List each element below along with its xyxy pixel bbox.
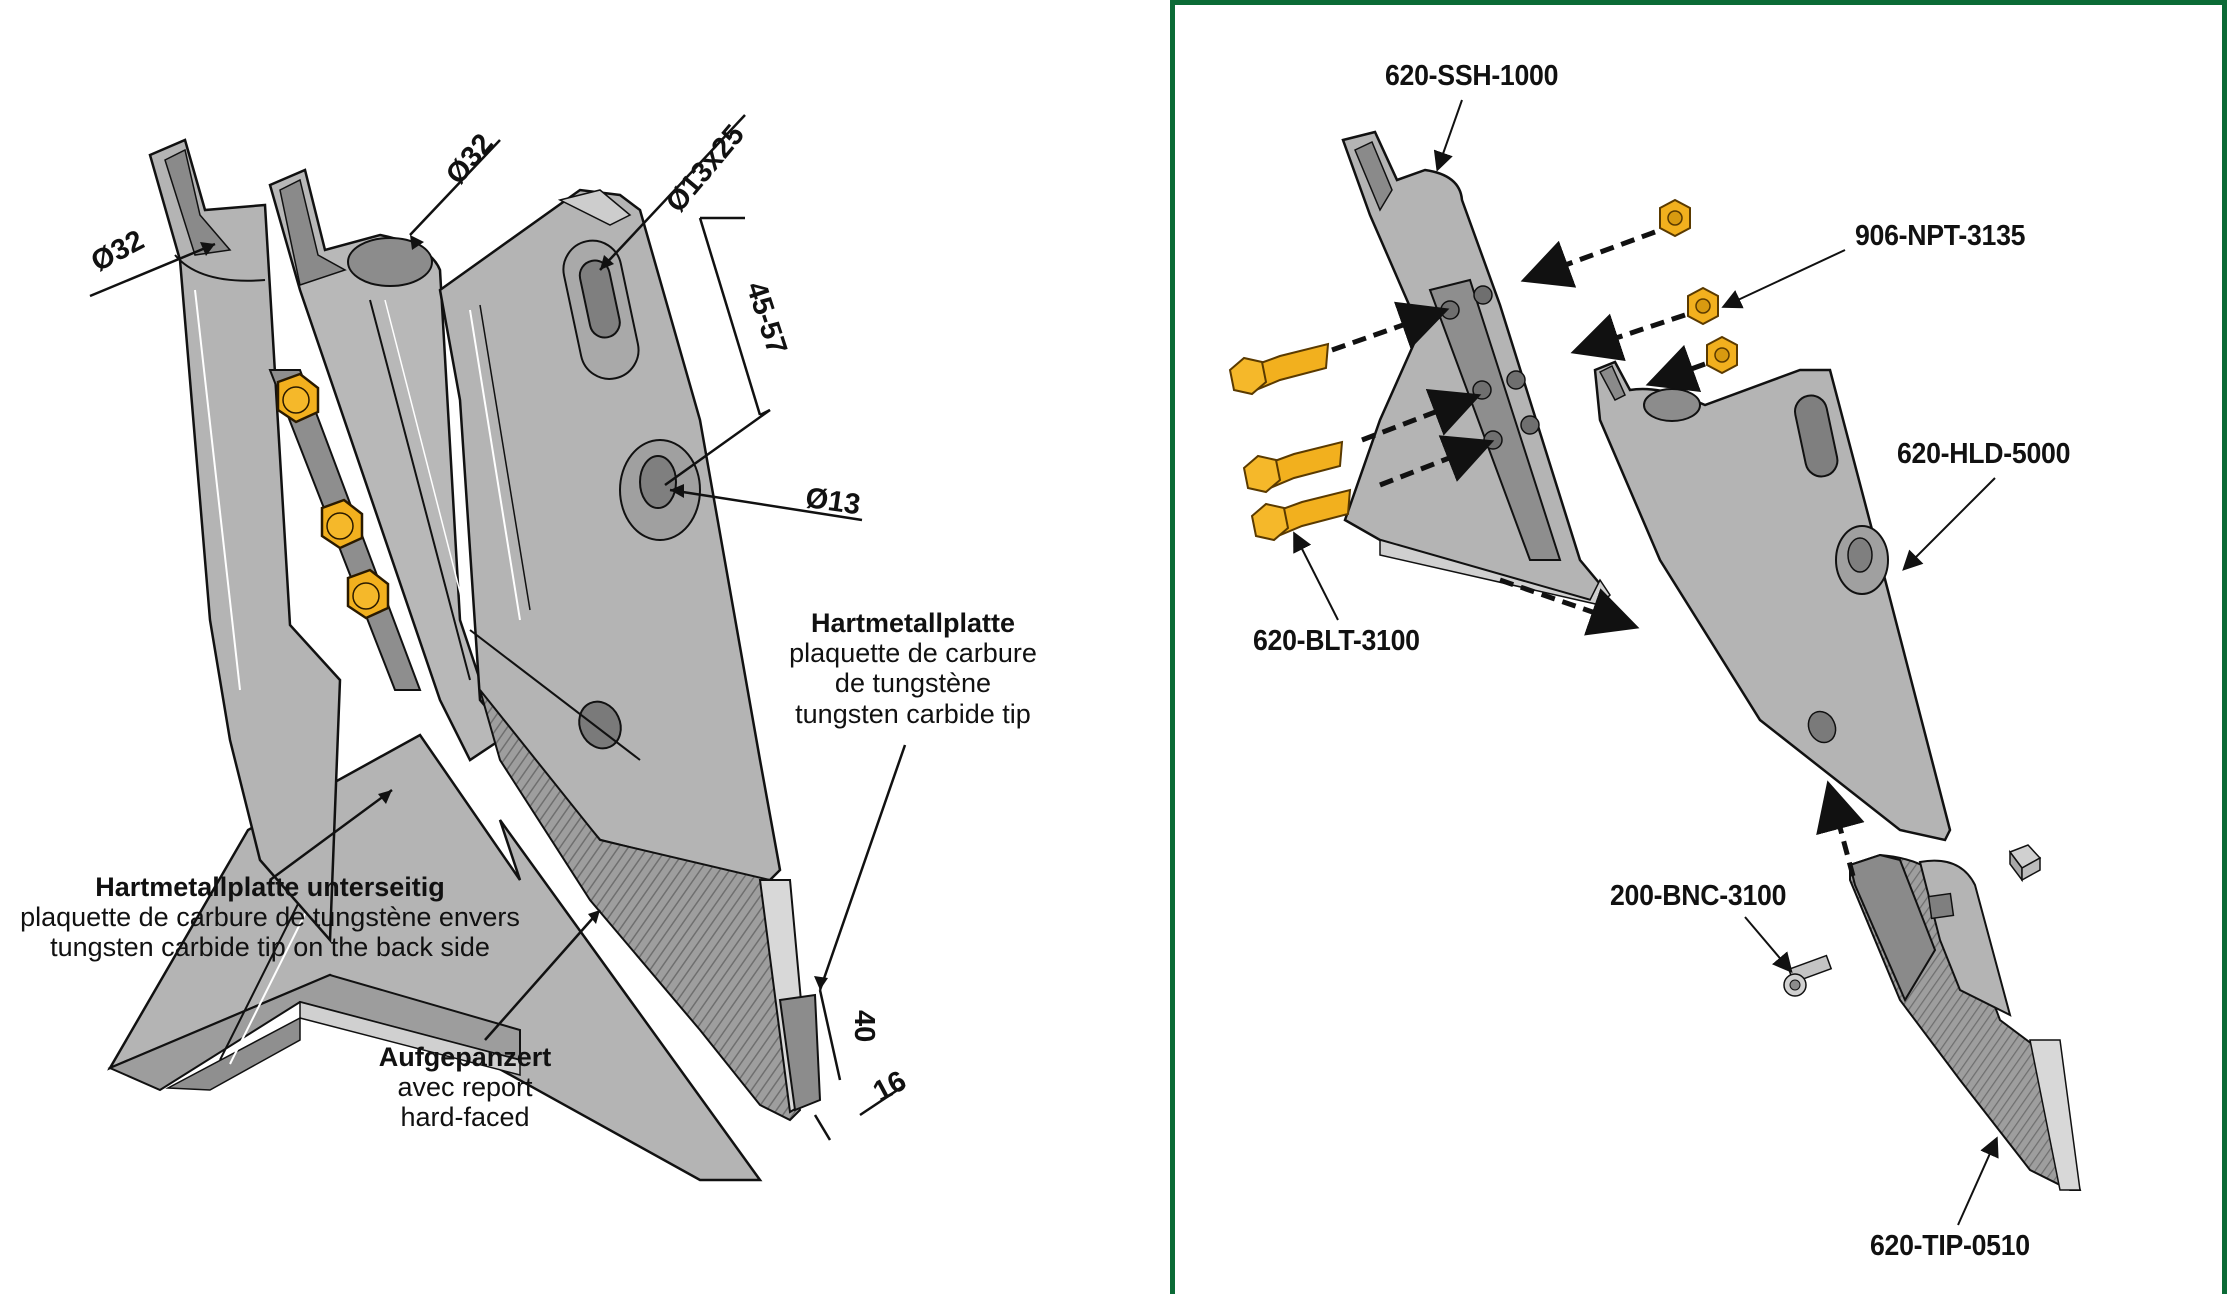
socket-screw-icon bbox=[1783, 954, 1833, 997]
shank-tube bbox=[268, 168, 502, 762]
callout-carbide-tip-fr1: plaquette de carbure bbox=[789, 638, 1037, 669]
leader-line bbox=[1293, 531, 1339, 621]
bolt-icon bbox=[276, 372, 320, 424]
assembly-arrow bbox=[1499, 577, 1640, 636]
bolt-icon bbox=[346, 568, 390, 620]
callout-carbide-tip-de: Hartmetallplatte bbox=[810, 608, 1016, 638]
part-number-holder: 620-HLD-5000 bbox=[1897, 438, 2071, 470]
callout-carbide-back-fr: plaquette de carbure de tungstène envers bbox=[20, 902, 520, 933]
leader-line bbox=[1744, 916, 1793, 974]
square-nut-icon bbox=[2008, 844, 2042, 883]
hex-nut-icon bbox=[1687, 286, 1719, 326]
callout-carbide-tip-fr2: de tungstène bbox=[834, 668, 992, 699]
arrow-heads bbox=[200, 235, 828, 990]
assembly-arrow bbox=[1361, 388, 1482, 443]
callout-carbide-tip: Hartmetallplatte plaquette de carbure de… bbox=[778, 608, 1048, 729]
hex-nut-icon bbox=[1659, 198, 1691, 238]
part-number-tip: 620-TIP-0510 bbox=[1870, 1230, 2030, 1262]
part-number-shank: 620-SSH-1000 bbox=[1385, 60, 1559, 92]
hex-nut-icon bbox=[1706, 335, 1738, 375]
leader-line bbox=[1902, 477, 1996, 571]
assembly-arrows bbox=[1331, 229, 1865, 877]
callout-hardfaced-fr: avec report bbox=[397, 1072, 533, 1103]
callout-carbide-tip-en: tungsten carbide tip bbox=[795, 698, 1031, 729]
callout-hardfaced: Aufgepanzert avec report hard-faced bbox=[365, 1042, 565, 1133]
assembly-arrow bbox=[1570, 312, 1686, 362]
assembly-arrow bbox=[1331, 301, 1450, 353]
assembly-arrow bbox=[1645, 344, 1706, 392]
part-number-screw: 200-BNC-3100 bbox=[1610, 880, 1787, 912]
dimension-lines bbox=[89, 114, 907, 1141]
part-number-bolts: 620-BLT-3100 bbox=[1253, 625, 1420, 657]
callout-carbide-back-de: Hartmetallplatte unterseitig bbox=[95, 872, 445, 902]
callout-hardfaced-de: Aufgepanzert bbox=[378, 1042, 552, 1072]
part-number-nuts: 906-NPT-3135 bbox=[1855, 220, 2026, 252]
callout-carbide-back-en: tungsten carbide tip on the back side bbox=[50, 932, 490, 963]
assembly-arrow bbox=[1379, 435, 1495, 488]
holder-body bbox=[438, 188, 782, 882]
assembled-tooth-drawing bbox=[89, 114, 907, 1182]
hex-nuts bbox=[1659, 198, 1738, 375]
hex-bolt-icon bbox=[1242, 440, 1344, 494]
shank-body bbox=[148, 138, 342, 944]
assembly-arrow bbox=[1816, 780, 1865, 877]
hex-bolts bbox=[1228, 342, 1352, 542]
bolt-heads bbox=[276, 372, 390, 620]
part-tip bbox=[1848, 853, 2082, 1191]
assembly-arrow bbox=[1520, 229, 1656, 288]
hex-bolt-icon bbox=[1250, 488, 1352, 542]
leader-lines bbox=[1293, 99, 1999, 1226]
part-holder bbox=[1593, 360, 1952, 842]
callout-carbide-back: Hartmetallplatte unterseitig plaquette d… bbox=[0, 872, 540, 963]
hex-bolt-icon bbox=[1228, 342, 1330, 396]
part-shank bbox=[1341, 130, 1611, 606]
bolt-icon bbox=[320, 498, 364, 550]
exploded-view-frame bbox=[1170, 0, 2227, 1294]
hardfaced-tip bbox=[479, 689, 822, 1122]
leader-line bbox=[1433, 99, 1463, 172]
leader-line bbox=[1957, 1136, 1999, 1226]
leader-line bbox=[1721, 249, 1846, 309]
callout-hardfaced-en: hard-faced bbox=[400, 1102, 530, 1133]
